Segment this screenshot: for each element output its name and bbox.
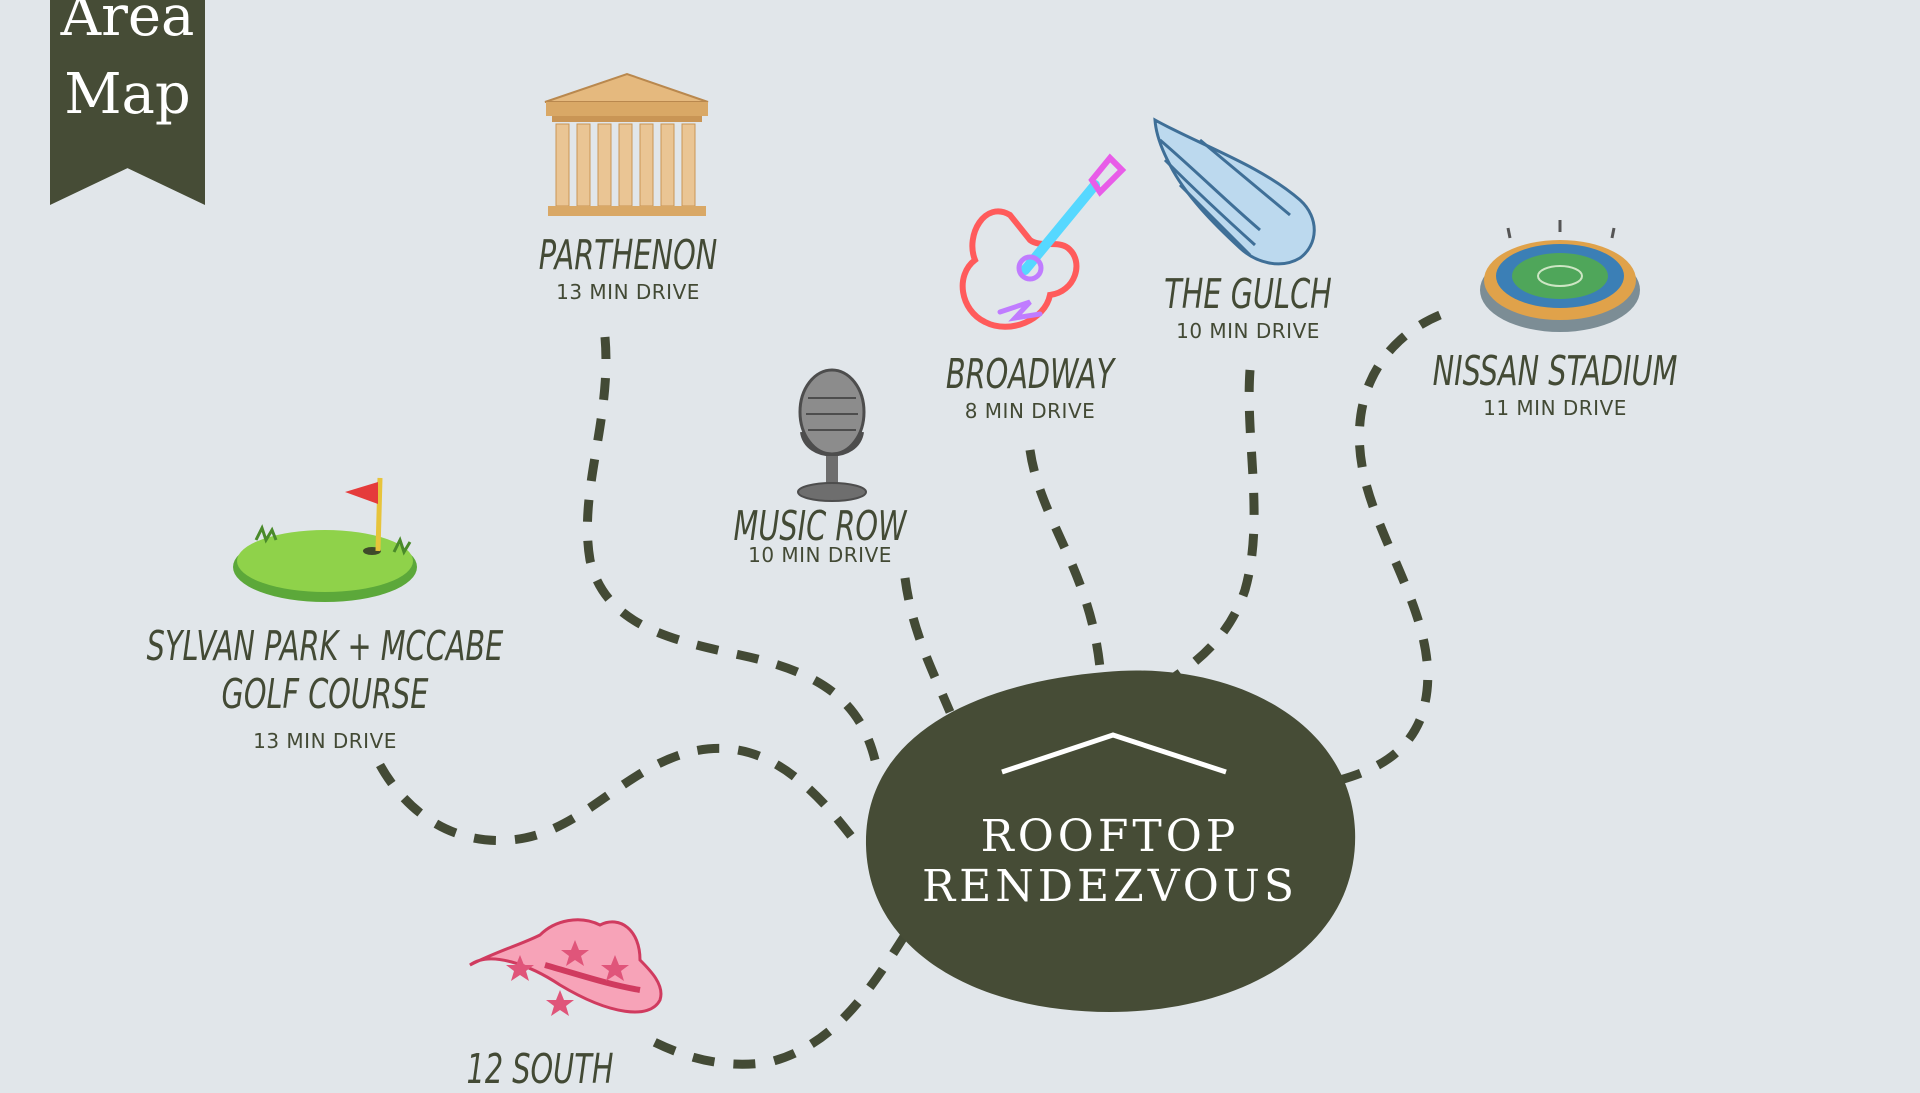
- place-broadway[interactable]: BROADWAY 8 MIN DRIVE: [922, 350, 1138, 424]
- place-drive-time: 13 MIN DRIVE: [253, 729, 397, 753]
- parthenon-icon: [544, 72, 709, 216]
- place-12-south[interactable]: 12 SOUTH: [446, 1045, 634, 1093]
- banner-title: Area Map: [50, 0, 205, 134]
- place-name: THE GULCH: [1164, 270, 1332, 318]
- place-name: BROADWAY: [945, 350, 1115, 398]
- place-name: PARTHENON: [538, 231, 718, 279]
- roof-icon: [1001, 732, 1227, 775]
- place-drive-time: 8 MIN DRIVE: [964, 399, 1096, 423]
- place-name-line-1: SYLVAN PARK + MCCABE: [146, 622, 504, 670]
- route-parthenon: [582, 336, 880, 762]
- banner-line-1: Area: [60, 0, 195, 49]
- rooftop-rendezvous-blob[interactable]: [865, 670, 1356, 1012]
- place-name: MUSIC ROW: [733, 502, 907, 550]
- place-name: 12 SOUTH: [466, 1045, 614, 1093]
- place-drive-time: 10 MIN DRIVE: [748, 543, 892, 567]
- route-music-row: [900, 577, 955, 714]
- place-drive-time: 11 MIN DRIVE: [1483, 396, 1627, 420]
- stadium-icon: [1480, 220, 1640, 332]
- route-broadway: [1025, 449, 1105, 669]
- place-name-line-2: GOLF COURSE: [221, 670, 429, 718]
- route-sylvan-park: [376, 743, 864, 851]
- cowboy-hat-icon: [469, 918, 663, 1016]
- place-the-gulch[interactable]: THE GULCH 10 MIN DRIVE: [1141, 270, 1356, 344]
- place-sylvan-park-mccabe[interactable]: SYLVAN PARK + MCCABE GOLF COURSE 13 MIN …: [96, 622, 553, 754]
- center-line-2: RENDEZVOUS: [921, 861, 1299, 912]
- golf-green-icon: [233, 477, 417, 602]
- route-nissan-stadium: [1338, 310, 1442, 785]
- place-name: NISSAN STADIUM: [1432, 347, 1678, 395]
- rooftop-rendezvous-label[interactable]: ROOFTOP RENDEZVOUS: [922, 812, 1298, 912]
- route-the-gulch: [1167, 369, 1259, 684]
- microphone-icon: [797, 368, 867, 502]
- banner-line-2: Map: [64, 62, 191, 127]
- route-12-south: [647, 932, 909, 1069]
- wing-icon: [1153, 117, 1316, 266]
- place-drive-time: 10 MIN DRIVE: [1176, 319, 1320, 343]
- place-parthenon[interactable]: PARTHENON 13 MIN DRIVE: [514, 231, 743, 305]
- place-drive-time: 13 MIN DRIVE: [556, 280, 700, 304]
- place-nissan-stadium[interactable]: NISSAN STADIUM 11 MIN DRIVE: [1398, 347, 1712, 421]
- place-music-row[interactable]: MUSIC ROW 10 MIN DRIVE: [709, 502, 931, 568]
- neon-guitar-icon: [959, 153, 1127, 330]
- center-line-1: ROOFTOP: [980, 811, 1240, 862]
